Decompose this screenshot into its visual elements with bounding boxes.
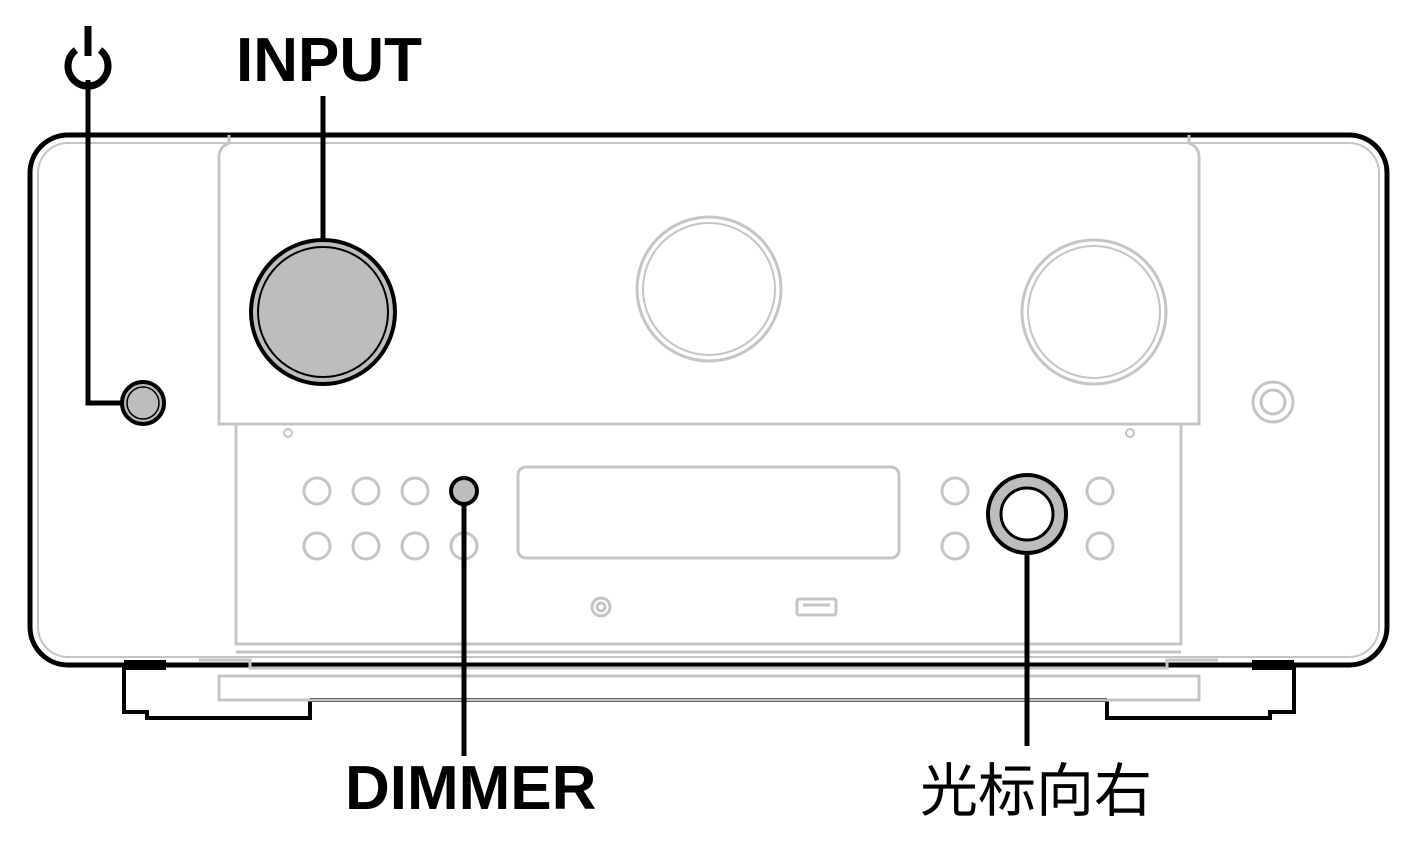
cursor-right-label: 光标向右	[920, 757, 1153, 825]
volume-knob[interactable]	[1020, 238, 1168, 386]
front-display	[516, 465, 901, 560]
cursor-ring[interactable]	[986, 473, 1068, 555]
screw-right	[1125, 428, 1135, 438]
chassis-inner	[37, 142, 1380, 658]
power-button[interactable]	[120, 380, 166, 426]
phones-jack	[1251, 380, 1295, 424]
screw-left	[283, 428, 293, 438]
callout-lines	[85, 80, 1030, 756]
center-knob[interactable]	[635, 215, 783, 363]
input-knob[interactable]	[249, 238, 397, 386]
chassis-outer	[27, 132, 1390, 668]
right-button-grid[interactable]	[940, 476, 1115, 561]
power-icon	[64, 26, 112, 90]
left-foot	[122, 660, 312, 720]
lower-panel	[199, 424, 1218, 702]
dimmer-button[interactable]	[449, 476, 479, 506]
usb-port	[795, 597, 838, 617]
right-foot	[1105, 660, 1296, 720]
setup-mic-jack	[590, 596, 612, 618]
input-label: INPUT	[236, 26, 422, 95]
upper-panel	[217, 135, 1201, 426]
dimmer-label: DIMMER	[345, 754, 597, 823]
callout-power	[85, 80, 122, 406]
